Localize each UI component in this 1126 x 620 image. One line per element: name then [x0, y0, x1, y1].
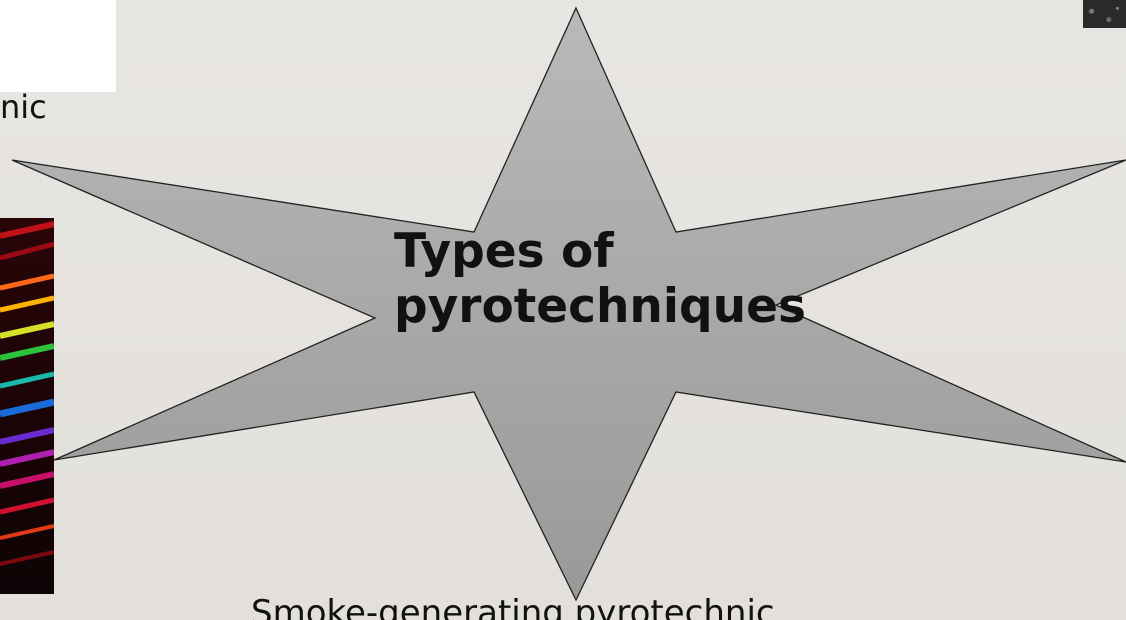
star-title-line-2: pyrotechniques	[394, 279, 806, 334]
star-title-line-1: Types of	[394, 224, 614, 279]
bottom-caption: Smoke-generating pyrotechnic	[251, 596, 775, 620]
star-title: Types of pyrotechniques	[394, 224, 806, 335]
